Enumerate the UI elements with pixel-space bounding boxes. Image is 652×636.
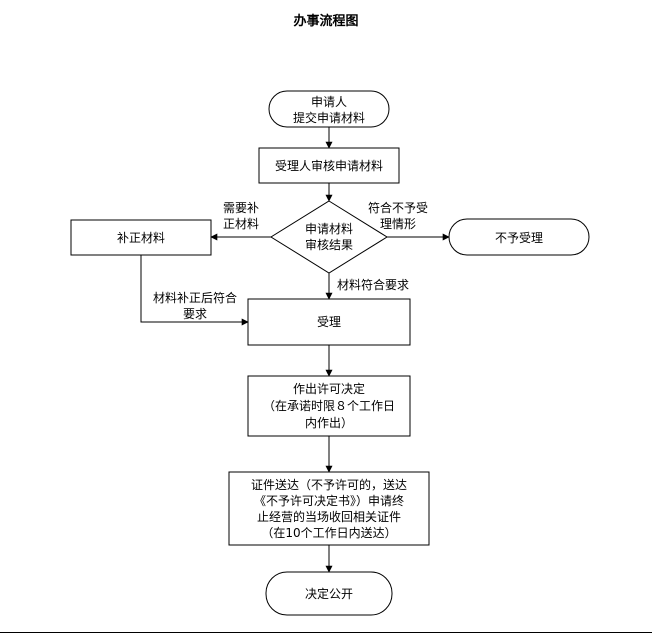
decision-label-line-1: 申请材料: [305, 222, 353, 236]
page-title: 办事流程图: [293, 14, 359, 29]
review-label: 受理人审核申请材料: [275, 158, 383, 173]
edge-label-needs-supplement-line-2: 正材料: [223, 217, 259, 231]
edge-label-not-accept-line-2: 理情形: [380, 217, 416, 231]
supplement-label: 补正材料: [117, 231, 165, 245]
decision-label-line-2: 审核结果: [305, 237, 353, 252]
accept-label: 受理: [317, 315, 341, 329]
accept-process-shape: [247, 298, 411, 346]
decision-diamond-shape: [270, 200, 388, 274]
arrow-supplement-to-accept: [140, 255, 249, 326]
decision-node: 申请材料 审核结果: [270, 200, 388, 274]
deliver-label-line-2: 《不予许可决定书》）申请终: [254, 493, 404, 508]
reject-label: 不予受理: [495, 231, 543, 245]
deliver-label-line-4: （在10个工作日内送达）: [261, 525, 396, 540]
publish-node: 决定公开: [265, 571, 393, 616]
decide-label-line-3: 内作出）: [305, 416, 353, 430]
edge-label-after-supplement-line-2: 要求: [183, 307, 207, 321]
edge-label-meets: 材料符合要求: [337, 277, 409, 292]
start-label-line-1: 申请人: [311, 95, 347, 109]
supplement-process-shape: [70, 219, 212, 256]
reject-terminal-shape: [448, 218, 590, 256]
decide-label-line-2: （在承诺时限８个工作日: [263, 399, 395, 413]
review-node: 受理人审核申请材料: [258, 147, 400, 184]
decide-label-line-1: 作出许可决定: [293, 381, 365, 396]
edge-label-after-supplement-line-1: 材料补正后符合: [153, 290, 237, 305]
decide-node: 作出许可决定 （在承诺时限８个工作日 内作出）: [247, 375, 411, 437]
publish-label: 决定公开: [305, 586, 353, 601]
edge-label-needs-supplement-line-1: 需要补: [223, 201, 259, 215]
start-node: 申请人 提交申请材料: [268, 90, 390, 128]
review-process-shape: [258, 147, 400, 184]
edge-labels: 需要补 正材料 符合不予受 理情形 材料符合要求 材料补正后符合 要求: [153, 200, 428, 321]
supplement-node: 补正材料: [70, 219, 212, 256]
bottom-divider: [0, 632, 652, 633]
edge-label-not-accept-line-1: 符合不予受: [368, 200, 428, 215]
accept-node: 受理: [247, 298, 411, 346]
connectors: [140, 127, 450, 573]
deliver-node: 证件送达（不予许可的，送达 《不予许可决定书》）申请终 止经营的当场收回相关证件…: [228, 471, 430, 546]
deliver-label-line-1: 证件送达（不予许可的，送达: [251, 477, 407, 492]
deliver-process-shape: [228, 471, 430, 546]
deliver-label-line-3: 止经营的当场收回相关证件: [257, 509, 401, 524]
publish-terminal-shape: [265, 571, 393, 616]
reject-node: 不予受理: [448, 218, 590, 256]
start-label-line-2: 提交申请材料: [293, 110, 365, 125]
start-terminal-shape: [268, 90, 390, 128]
decide-process-shape: [247, 375, 411, 437]
